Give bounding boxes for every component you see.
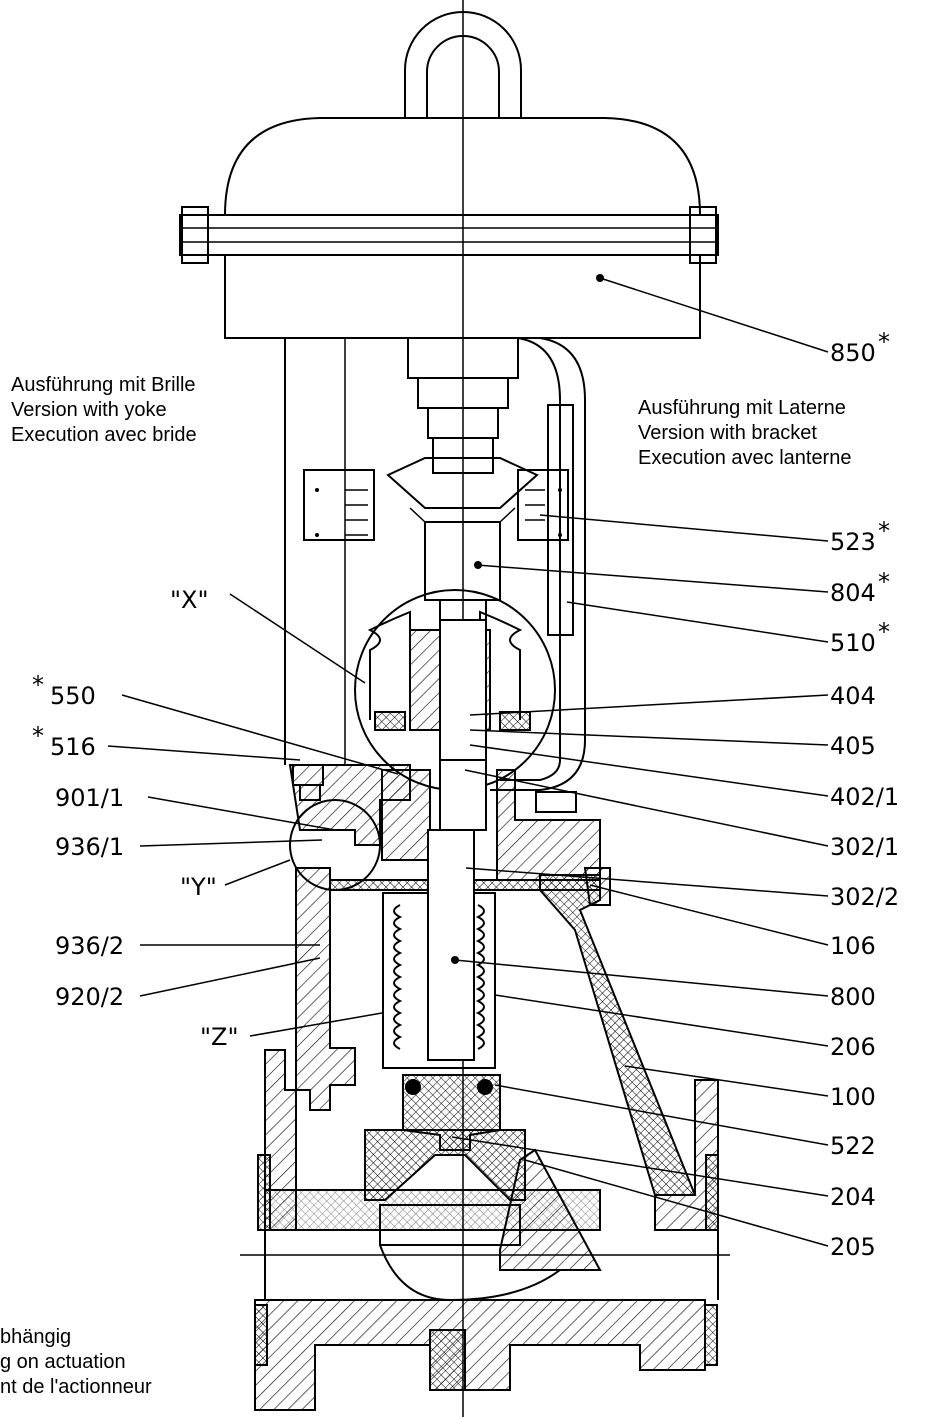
part-label-302-1: 302/1 <box>830 833 899 861</box>
caption-right-line-en: Version with bracket <box>638 422 817 444</box>
part-label-star-804: * <box>878 568 890 596</box>
lower-bellows <box>382 829 496 1069</box>
part-label-522: 522 <box>830 1132 876 1160</box>
part-label-302-2: 302/2 <box>830 883 899 911</box>
part-label-850: 850 <box>830 339 876 367</box>
leader-lines-left <box>107 593 399 1037</box>
detail-label-y: "Y" <box>180 873 217 901</box>
stem-assembly <box>386 337 539 741</box>
part-label-100: 100 <box>830 1083 876 1111</box>
leader-lines-right <box>451 277 829 1247</box>
yoke-left <box>284 338 375 765</box>
pipe-section <box>240 1230 730 1411</box>
part-label-402-1: 402/1 <box>830 783 899 811</box>
bracket-right <box>490 337 586 791</box>
part-label-404: 404 <box>830 682 876 710</box>
part-label-936-1: 936/1 <box>55 833 124 861</box>
part-label-516: 516 <box>50 733 96 761</box>
caption-right-version: Ausführung mit Laterne Version with brac… <box>638 396 851 471</box>
part-label-804: 804 <box>830 579 876 607</box>
detail-label-z: "Z" <box>200 1023 239 1051</box>
part-label-936-2: 936/2 <box>55 932 124 960</box>
part-label-star-550: * <box>32 671 44 699</box>
part-label-405: 405 <box>830 732 876 760</box>
part-label-star-510: * <box>878 618 890 646</box>
footnote-line-en: g on actuation <box>0 1351 126 1373</box>
part-label-204: 204 <box>830 1183 876 1211</box>
part-label-800: 800 <box>830 983 876 1011</box>
part-label-206: 206 <box>830 1033 876 1061</box>
part-label-star-516: * <box>32 722 44 750</box>
caption-left-line-de: Ausführung mit Brille <box>11 374 196 396</box>
footnote-line-fr: nt de l'actionneur <box>0 1376 152 1398</box>
part-label-550: 550 <box>50 682 96 710</box>
detail-label-x: "X" <box>170 586 209 614</box>
caption-right-line-fr: Execution avec lanterne <box>638 447 852 469</box>
part-label-star-523: * <box>878 517 890 545</box>
upper-bellows <box>367 610 531 761</box>
lifting-eye <box>404 11 522 118</box>
part-label-106: 106 <box>830 932 876 960</box>
caption-left-line-en: Version with yoke <box>11 399 167 421</box>
part-label-510: 510 <box>830 629 876 657</box>
caption-right-line-de: Ausführung mit Laterne <box>638 397 846 419</box>
caption-left-version: Ausführung mit Brille Version with yoke … <box>11 373 197 448</box>
caption-footnote: bhängig g on actuation nt de l'actionneu… <box>0 1325 152 1400</box>
footnote-line-de: bhängig <box>0 1326 72 1348</box>
part-labels-right: 850*523*804*510*404405402/1302/1302/2106… <box>830 328 899 1261</box>
caption-left-line-fr: Execution avec bride <box>11 424 197 446</box>
part-label-star-850: * <box>878 328 890 356</box>
part-label-920-2: 920/2 <box>55 983 124 1011</box>
part-label-205: 205 <box>830 1233 876 1261</box>
part-label-523: 523 <box>830 528 876 556</box>
plug-and-seat <box>364 1074 602 1271</box>
part-label-901-1: 901/1 <box>55 784 124 812</box>
actuator-housing <box>179 117 719 339</box>
